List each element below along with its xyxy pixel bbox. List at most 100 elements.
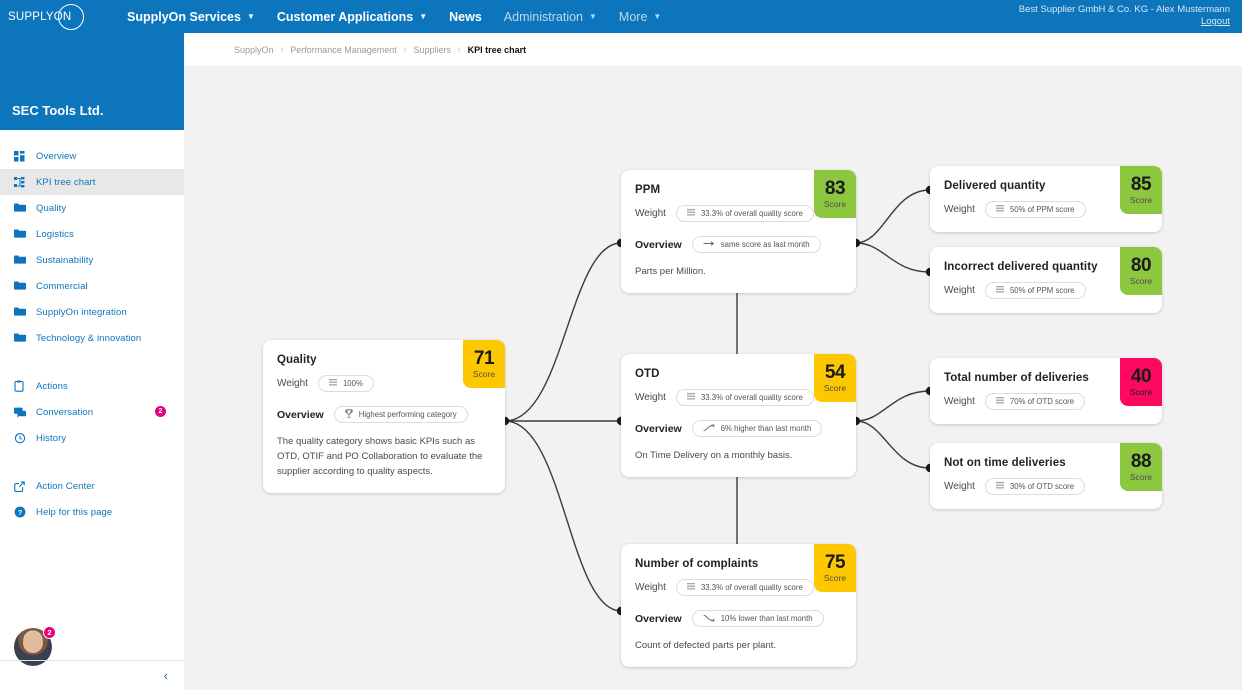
sidebar-item-commercial[interactable]: Commercial (0, 273, 184, 299)
weight-value: 50% of PPM score (1009, 286, 1075, 295)
sidebar-footer: ‹ (0, 660, 184, 690)
logo-wordmark: SUPPLYON (8, 10, 72, 23)
weight-label: Weight (944, 285, 975, 296)
breadcrumb-item: KPI tree chart (467, 44, 527, 55)
trend-value: Highest performing category (358, 410, 457, 419)
kpi-card-title: Incorrect delivered quantity (944, 261, 1098, 273)
breadcrumb-items: SupplyOn › Performance Management › Supplier… (234, 45, 526, 55)
sidebar-item-overview[interactable]: Overview (0, 143, 184, 169)
edge-quality-complaints (504, 420, 622, 612)
kpi-card-description: Parts per Million. (635, 266, 706, 277)
trophy-icon (345, 409, 353, 420)
bars-icon (686, 583, 695, 592)
breadcrumb: SupplyOn › Performance Management › Supplier… (184, 33, 1242, 66)
sidebar-item-label: Help for this page (36, 506, 113, 518)
breadcrumb-separator: › (280, 45, 284, 54)
topnav-item-label: Administration (503, 9, 583, 24)
folder-icon (14, 229, 36, 239)
sidebar-item-label: Conversation (36, 406, 94, 418)
external-link-icon (14, 480, 36, 492)
kpi-card-title: Quality (277, 354, 317, 366)
edge-quality-ppm (504, 242, 622, 422)
logo-ring-icon (58, 3, 84, 30)
weight-label: Weight (635, 392, 666, 403)
trend-value: 10% lower than last month (720, 614, 813, 623)
sidebar-item-kpi-tree-chart[interactable]: KPI tree chart (0, 169, 184, 195)
weight-row: Weight 50% of PPM score (944, 282, 1146, 299)
sidebar-item-sustainability[interactable]: Sustainability (0, 247, 184, 273)
breadcrumb-separator: › (403, 45, 407, 54)
score-caption: Score (823, 198, 847, 209)
sidebar-item-label: SupplyOn integration (36, 306, 127, 318)
trend-pill: 10% lower than last month (691, 610, 824, 627)
sidebar-item-supplyon-integration[interactable]: SupplyOn integration (0, 299, 184, 325)
score-value: 54 (824, 361, 846, 383)
score-value: 88 (1130, 450, 1152, 472)
weight-value: 33.3% of overall quality score (700, 209, 803, 218)
folder-icon (14, 255, 36, 265)
breadcrumb-separator: › (457, 45, 461, 54)
kpi-card-title: Not on time deliveries (944, 457, 1066, 469)
breadcrumb-item[interactable]: Performance Management (290, 44, 397, 55)
sidebar-item-technology-innovation[interactable]: Technology & innovation (0, 325, 184, 351)
sidebar-item-label: KPI tree chart (36, 176, 96, 188)
overview-label: Overview (635, 612, 682, 625)
topnav-item-label: Customer Applications (276, 9, 414, 24)
weight-value: 33.3% of overall quality score (700, 393, 803, 402)
topnav-item-administration[interactable]: Administration▼ (493, 0, 608, 33)
weight-pill: 50% of PPM score (984, 282, 1086, 299)
clipboard-icon (14, 380, 36, 392)
topnav-item-customer-applications[interactable]: Customer Applications ▼ (266, 0, 438, 33)
topnav-item-news[interactable]: News (438, 0, 493, 33)
bars-icon (995, 482, 1004, 491)
breadcrumb-item[interactable]: Suppliers (413, 44, 451, 55)
weight-value: 70% of OTD score (1009, 397, 1075, 406)
supplyon-logo[interactable]: SUPPLYON (8, 3, 116, 31)
topnav-item-supplyon-services[interactable]: SupplyOn Services▼ (116, 0, 266, 33)
weight-row: Weight 33.3% of overall quality score (635, 389, 840, 406)
sidebar-item-action-center[interactable]: Action Center (0, 473, 184, 499)
kpi-card-title: PPM (635, 184, 661, 196)
weight-pill: 33.3% of overall quality score (675, 389, 814, 406)
score-value: 40 (1130, 365, 1152, 387)
chevron-down-icon: ▼ (419, 12, 428, 21)
score-caption: Score (1129, 194, 1153, 205)
sidebar-item-quality[interactable]: Quality (0, 195, 184, 221)
kpi-card-description: The quality category shows basic KPIs su… (277, 436, 483, 477)
sidebar-item-logistics[interactable]: Logistics (0, 221, 184, 247)
avatar-container[interactable]: 2 (14, 626, 56, 668)
sidebar-item-help-for-this-page[interactable]: ?Help for this page (0, 499, 184, 525)
topnav-item-more[interactable]: More▼ (608, 0, 672, 33)
logout-link[interactable]: Logout (1200, 16, 1230, 27)
weight-pill: 33.3% of overall quality score (675, 205, 814, 222)
bars-icon (995, 397, 1004, 406)
sidebar-item-label: Actions (36, 380, 68, 392)
score-value: 75 (824, 551, 846, 573)
sidebar-item-history[interactable]: History (0, 425, 184, 451)
weight-label: Weight (944, 396, 975, 407)
kpi-card-description: On Time Delivery on a monthly basis. (635, 450, 793, 461)
breadcrumb-item[interactable]: SupplyOn (234, 44, 274, 55)
sidebar-item-actions[interactable]: Actions (0, 373, 184, 399)
folder-icon (14, 307, 36, 317)
collapse-sidebar-button[interactable]: ‹ (163, 668, 168, 683)
folder-icon (14, 281, 36, 291)
